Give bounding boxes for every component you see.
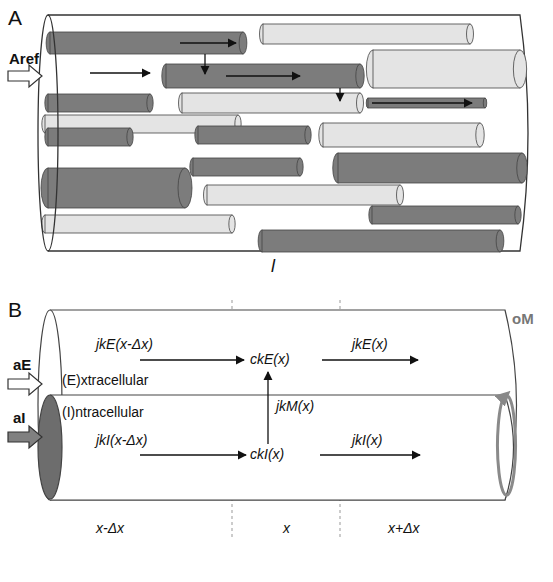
fiber-end (397, 185, 404, 205)
cylinder-end (38, 395, 62, 499)
fiber-cylinder (366, 50, 526, 88)
cylinder-body (50, 310, 517, 500)
fiber-body (338, 153, 522, 183)
fiber-end (178, 168, 192, 208)
fiber-cylinder (333, 153, 528, 183)
fiber-end (356, 64, 364, 88)
fiber-cylinder (366, 98, 487, 108)
flux-label: jkE(x-Δx) (96, 336, 153, 352)
fiber-body (182, 93, 360, 113)
input-label: Aref (9, 50, 39, 67)
fiber-body (166, 64, 360, 88)
fiber-end (476, 123, 484, 147)
cylinder-body (50, 395, 514, 500)
input-arrow (8, 65, 42, 87)
concentration-label: ckE(x) (250, 351, 290, 367)
fiber-cylinder (369, 206, 521, 224)
fiber-cylinder (260, 24, 474, 44)
position-label: x-Δx (96, 520, 124, 536)
fiber-body (262, 230, 500, 252)
fiber-cylinder (162, 64, 364, 88)
fiber-cylinder (42, 215, 235, 233)
fiber-end (515, 206, 521, 224)
panel-letter: B (8, 298, 22, 322)
fiber-body (368, 98, 485, 108)
flow-arrow (372, 102, 472, 103)
fiber-cylinder (45, 94, 153, 112)
fiber-cylinder (41, 168, 192, 208)
length-label: l (271, 256, 275, 277)
fiber-end (357, 93, 364, 113)
fiber-cylinder (204, 185, 404, 205)
fiber-body (372, 206, 518, 224)
fiber-group (41, 24, 527, 252)
flow-arrow (90, 72, 150, 73)
flux-label: jkE(x) (352, 336, 388, 352)
input-arrow (8, 373, 42, 395)
fiber-end (513, 50, 526, 88)
fiber-end (229, 215, 235, 233)
fiber-end (127, 128, 133, 146)
fiber-body (50, 32, 243, 54)
fiber-end (496, 230, 504, 252)
cylinder-edge (50, 395, 514, 500)
fiber-end (297, 158, 303, 176)
fiber-end (517, 153, 528, 183)
flow-arrow (339, 88, 340, 101)
flow-arrows (90, 43, 472, 103)
fiber-body (45, 215, 232, 233)
fiber-body (263, 24, 470, 44)
fiber-end (483, 98, 487, 108)
flux-arrow (322, 359, 418, 360)
input-arrow (8, 426, 42, 448)
membrane-flux-arrow (267, 372, 268, 444)
fiber-cylinder (195, 126, 311, 144)
input-label: aE (13, 356, 31, 373)
concentration-label: ckI(x) (250, 446, 284, 462)
flux-arrow (320, 454, 420, 455)
fiber-cylinder (319, 123, 484, 147)
compartment-label: (I)ntracellular (62, 404, 144, 420)
fiber-cylinder (258, 230, 504, 252)
bundle-end (38, 15, 58, 251)
outflow-ring (498, 396, 516, 495)
cylinder-edge (50, 310, 517, 500)
flux-label: jkI(x) (352, 432, 382, 448)
flow-arrow (180, 42, 236, 43)
fiber-cylinder (190, 158, 303, 176)
fiber-body (207, 185, 400, 205)
position-label: x+Δx (388, 520, 420, 536)
flux-label: jkM(x) (276, 398, 314, 414)
flux-arrow (140, 359, 244, 360)
flux-arrow (140, 454, 246, 455)
fiber-cylinder (179, 93, 364, 113)
compartment-label: (E)xtracellular (62, 372, 148, 388)
fiber-body (48, 168, 185, 208)
panel-letter: A (8, 6, 22, 30)
output-label: oM (512, 310, 534, 327)
fiber-body (48, 128, 130, 146)
fiber-cylinder (46, 32, 247, 54)
flow-arrow (226, 75, 300, 76)
fiber-body (323, 123, 480, 147)
fiber-bundle (8, 15, 528, 252)
fiber-end (147, 94, 153, 112)
fiber-end (467, 24, 474, 44)
flow-arrow (204, 54, 205, 74)
fiber-body (373, 50, 520, 88)
fiber-end (305, 126, 311, 144)
fiber-body (48, 94, 150, 112)
fiber-body (193, 158, 300, 176)
flux-label: jkI(x-Δx) (96, 432, 147, 448)
input-label: aI (13, 409, 26, 426)
fiber-body (198, 126, 308, 144)
position-label: x (283, 520, 290, 536)
fiber-end (239, 32, 247, 54)
